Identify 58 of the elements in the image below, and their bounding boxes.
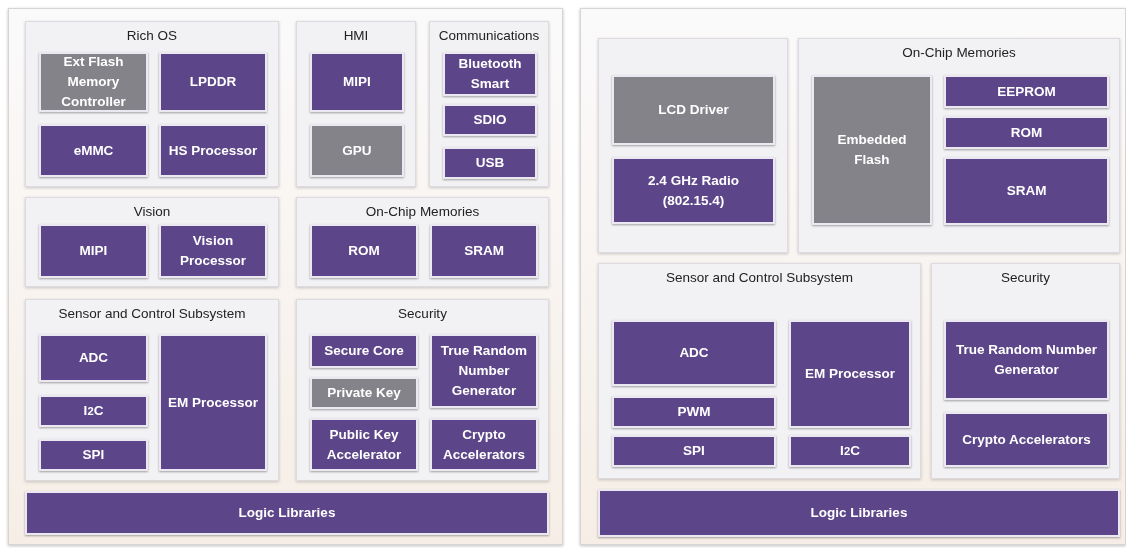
block-box: LCD Driver bbox=[612, 75, 775, 145]
block-box: SPI bbox=[39, 439, 148, 471]
group-title: On-Chip Memories bbox=[365, 204, 480, 219]
block-box: Public Key Accelerator bbox=[310, 418, 418, 471]
group-title: Sensor and Control Subsystem bbox=[58, 306, 246, 321]
group-panel bbox=[296, 21, 416, 187]
block-box: MIPI bbox=[310, 52, 404, 112]
block-box: Private Key bbox=[310, 377, 418, 409]
panel-background bbox=[580, 8, 1126, 545]
group-panel bbox=[296, 299, 549, 481]
block-box: Crypto Accelerators bbox=[944, 412, 1109, 467]
group-panel bbox=[931, 263, 1120, 479]
block-box: ADC bbox=[612, 320, 776, 386]
panel-background bbox=[8, 8, 563, 545]
block-box: LPDDR bbox=[159, 52, 267, 112]
group-title: HMI bbox=[343, 28, 369, 43]
block-box: SDIO bbox=[443, 104, 537, 136]
group-panel bbox=[598, 38, 788, 253]
block-box: SRAM bbox=[430, 224, 538, 278]
block-box: EEPROM bbox=[944, 75, 1109, 108]
group-panel bbox=[429, 21, 549, 187]
group-title: Security bbox=[1001, 270, 1050, 285]
block-box: Bluetooth Smart bbox=[443, 52, 537, 96]
block-box: SPI bbox=[612, 435, 776, 467]
block-box: Embedded Flash bbox=[812, 75, 932, 225]
block-box: EM Processor bbox=[159, 334, 267, 471]
block-box: 2.4 GHz Radio (802.15.4) bbox=[612, 157, 775, 224]
block-box: ROM bbox=[944, 116, 1109, 149]
block-box: Logic Libraries bbox=[25, 491, 549, 535]
block-box: EM Processor bbox=[789, 320, 911, 428]
block-box: PWM bbox=[612, 396, 776, 428]
group-title: On-Chip Memories bbox=[902, 45, 1016, 60]
block-box: Ext Flash Memory Controller bbox=[39, 52, 148, 112]
block-box: True Random Number Generator bbox=[430, 334, 538, 408]
block-box: GPU bbox=[310, 124, 404, 177]
block-box: ROM bbox=[310, 224, 418, 278]
group-panel bbox=[25, 21, 279, 187]
block-box: True Random Number Generator bbox=[944, 320, 1109, 400]
block-box: Logic Libraries bbox=[598, 489, 1120, 537]
group-panel bbox=[798, 38, 1120, 253]
block-box: SRAM bbox=[944, 157, 1109, 225]
block-box: Secure Core bbox=[310, 334, 418, 368]
group-panel bbox=[25, 299, 279, 481]
block-box: ADC bbox=[39, 334, 148, 382]
group-title: Security bbox=[398, 306, 447, 321]
group-panel bbox=[25, 197, 279, 287]
group-title: Sensor and Control Subsystem bbox=[666, 270, 853, 285]
block-box: Crypto Accelerators bbox=[430, 418, 538, 471]
group-panel bbox=[598, 263, 921, 479]
block-box: eMMC bbox=[39, 124, 148, 177]
block-box: HS Processor bbox=[159, 124, 267, 177]
block-box: USB bbox=[443, 147, 537, 179]
block-box: Vision Processor bbox=[159, 224, 267, 278]
block-box: MIPI bbox=[39, 224, 148, 278]
group-title: Communications bbox=[438, 28, 540, 43]
group-panel bbox=[296, 197, 549, 287]
group-title: Rich OS bbox=[126, 28, 178, 43]
group-title: Vision bbox=[133, 204, 171, 219]
